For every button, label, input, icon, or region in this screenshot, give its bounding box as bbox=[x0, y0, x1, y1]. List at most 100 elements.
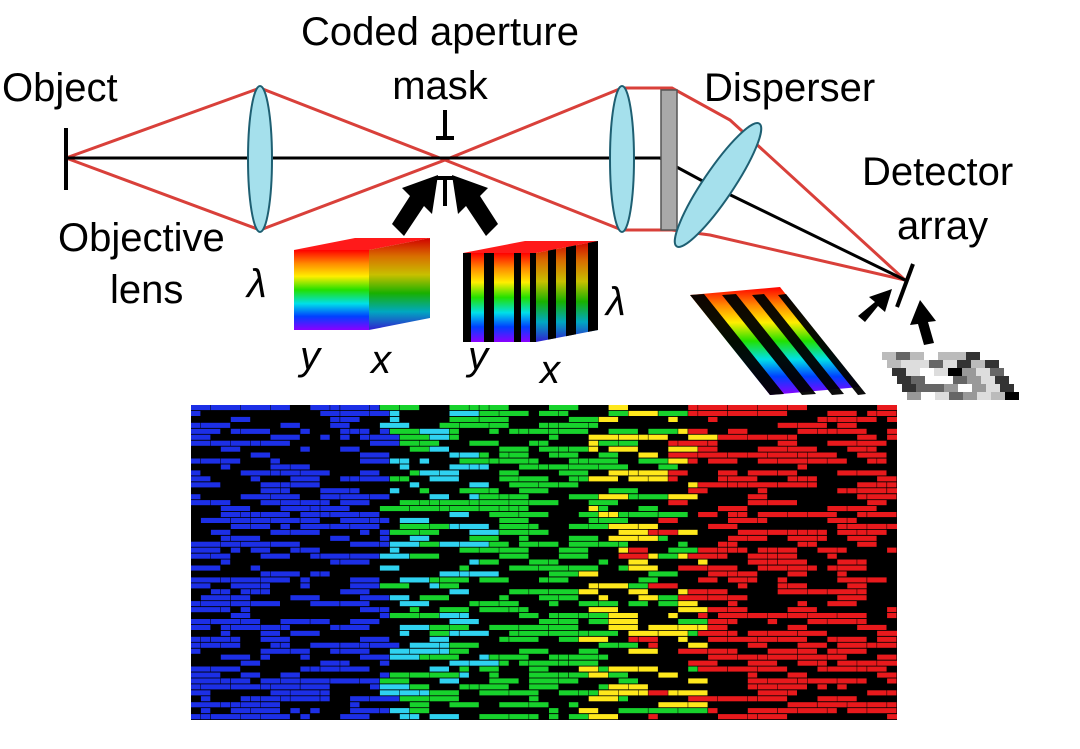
mosaic-cell bbox=[310, 553, 320, 559]
mosaic-cell bbox=[389, 672, 410, 678]
mosaic-cell bbox=[230, 583, 261, 589]
mosaic-cell bbox=[389, 595, 410, 601]
mosaic-cell bbox=[191, 440, 211, 446]
mosaic-cell bbox=[708, 648, 728, 654]
mosaic-cell bbox=[360, 452, 390, 458]
mosaic-cell bbox=[220, 541, 241, 547]
mosaic-cell bbox=[688, 666, 698, 672]
mosaic-cell bbox=[459, 458, 489, 464]
mosaic-cell bbox=[419, 613, 440, 619]
detector-pixel bbox=[929, 360, 943, 368]
mosaic-cell bbox=[698, 410, 728, 416]
mosaic-cell bbox=[479, 559, 499, 565]
mosaic-cell bbox=[728, 517, 758, 523]
mosaic-cell bbox=[220, 607, 231, 613]
mosaic-cell bbox=[360, 512, 380, 518]
mosaic-cell bbox=[260, 624, 280, 630]
mosaic-cell bbox=[419, 488, 430, 494]
mosaic-cell bbox=[847, 523, 867, 529]
mosaic-cell bbox=[439, 642, 449, 648]
mask-bar bbox=[514, 253, 521, 342]
mosaic-cell bbox=[280, 500, 300, 506]
mosaic-cell bbox=[678, 529, 698, 535]
mosaic-cell bbox=[578, 589, 599, 595]
mosaic-cell bbox=[757, 684, 778, 690]
mosaic-cell bbox=[479, 690, 509, 696]
mosaic-cell bbox=[300, 428, 310, 434]
mosaic-cell bbox=[250, 565, 261, 571]
detector-pixel bbox=[967, 376, 981, 384]
mosaic-cell bbox=[648, 571, 678, 577]
mosaic-cell bbox=[628, 636, 638, 642]
label-lambda-cube2: λ bbox=[606, 280, 626, 324]
mosaic-cell bbox=[588, 440, 599, 446]
mosaic-cell bbox=[807, 458, 827, 464]
mosaic-cell bbox=[608, 470, 628, 476]
mosaic-cell bbox=[718, 714, 748, 720]
mosaic-cell bbox=[270, 541, 300, 547]
mosaic-cell bbox=[280, 619, 310, 625]
mosaic-cell bbox=[549, 714, 559, 720]
mosaic-cell bbox=[230, 601, 251, 607]
mask-bar-side bbox=[566, 245, 576, 337]
mosaic-cell bbox=[549, 601, 559, 607]
mosaic-cell bbox=[568, 702, 579, 708]
mosaic-cell bbox=[449, 630, 459, 636]
mosaic-cell bbox=[389, 654, 420, 660]
mosaic-cell bbox=[698, 613, 708, 619]
objective-lens bbox=[247, 85, 273, 233]
mosaic-cell bbox=[210, 405, 241, 411]
mosaic-cell bbox=[608, 428, 638, 434]
mosaic-cell bbox=[529, 696, 539, 702]
mosaic-cell bbox=[837, 529, 857, 535]
mosaic-cell bbox=[479, 607, 509, 613]
mosaic-cell bbox=[290, 464, 310, 470]
mosaic-cell bbox=[240, 589, 251, 595]
mosaic-cell bbox=[340, 517, 370, 523]
mosaic-cell bbox=[628, 589, 648, 595]
mosaic-cell bbox=[429, 523, 449, 529]
label-coded-aperture: Coded aperture bbox=[301, 10, 579, 54]
mask-bar bbox=[463, 253, 471, 342]
mosaic-cell bbox=[519, 512, 549, 518]
mosaic-cell bbox=[370, 434, 400, 440]
mosaic-cell bbox=[469, 464, 479, 470]
mosaic-cell bbox=[230, 684, 261, 690]
mosaic-cell bbox=[708, 458, 738, 464]
mosaic-cell bbox=[320, 553, 350, 559]
mosaic-cell bbox=[449, 624, 469, 630]
mosaic-cell bbox=[767, 452, 797, 458]
mosaic-cell bbox=[449, 619, 479, 625]
mosaic-cell bbox=[638, 577, 658, 583]
mosaic-cell bbox=[817, 428, 827, 434]
mosaic-cell bbox=[320, 494, 340, 500]
mosaic-cell bbox=[419, 529, 440, 535]
mosaic-cell bbox=[658, 595, 678, 601]
mosaic-cell bbox=[638, 535, 658, 541]
mosaic-cell bbox=[489, 624, 519, 630]
detector-array bbox=[895, 263, 915, 308]
mosaic-cell bbox=[807, 476, 817, 482]
mosaic-cell bbox=[191, 476, 211, 482]
disperser-prism bbox=[673, 122, 763, 248]
mosaic-cell bbox=[608, 446, 638, 452]
mosaic-cell bbox=[290, 595, 320, 601]
mosaic-cell bbox=[658, 630, 688, 636]
mosaic-cell bbox=[220, 654, 251, 660]
mosaic-cell bbox=[807, 565, 817, 571]
mosaic-cell bbox=[409, 702, 430, 708]
mosaic-cell bbox=[718, 696, 748, 702]
mosaic-cell bbox=[230, 636, 241, 642]
mosaic-cell bbox=[429, 583, 439, 589]
mosaic-cell bbox=[230, 428, 241, 434]
mosaic-cell bbox=[747, 434, 768, 440]
mosaic-cell bbox=[658, 535, 668, 541]
mosaic-cell bbox=[539, 577, 549, 583]
mosaic-cell bbox=[479, 666, 499, 672]
detector-pixel bbox=[966, 352, 980, 360]
mosaic-cell bbox=[648, 583, 678, 589]
mosaic-cell bbox=[887, 690, 897, 696]
mosaic-cell bbox=[568, 535, 599, 541]
mosaic-cell bbox=[668, 476, 678, 482]
mosaic-cell bbox=[280, 470, 300, 476]
